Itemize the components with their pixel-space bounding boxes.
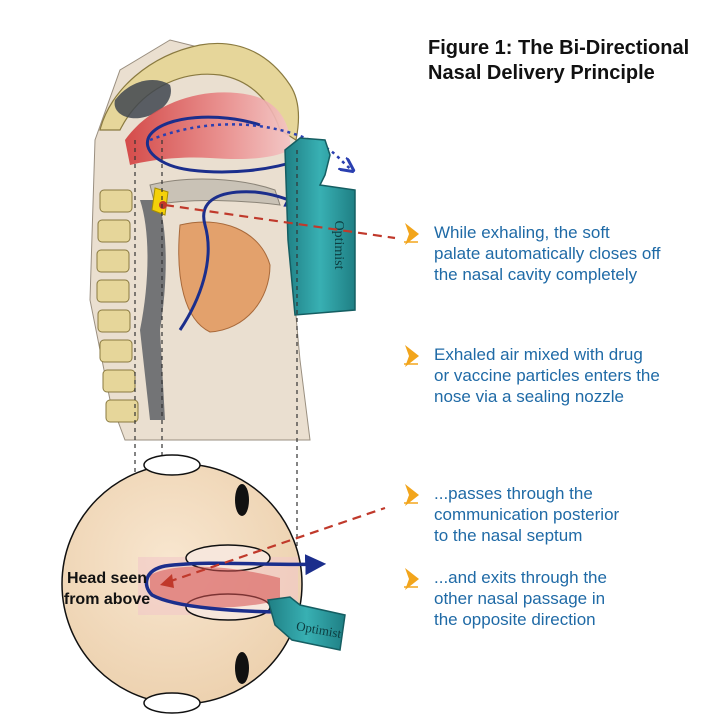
figure-title-line1: Figure 1: The Bi-Directional xyxy=(428,36,693,61)
bullet-arrow-icon xyxy=(404,567,420,591)
bullet-arrow-icon xyxy=(404,483,420,507)
head-label: Head seen from above xyxy=(52,568,162,610)
bullet-text: While exhaling, the soft palate automati… xyxy=(434,222,699,285)
bullet-text: ...passes through the communication post… xyxy=(434,483,699,546)
ear-bottom xyxy=(144,693,200,713)
eye-bottom xyxy=(235,652,249,684)
figure-title-line2: Nasal Delivery Principle xyxy=(428,61,693,86)
device-label-side: Optimist xyxy=(331,220,346,269)
bullet-text: ...and exits through the other nasal pas… xyxy=(434,567,699,630)
bullet-arrow-icon xyxy=(404,222,420,246)
bullet-arrow-icon xyxy=(404,344,420,368)
sagittal-head-section: Optimist xyxy=(90,40,395,440)
pointer-dot-1 xyxy=(159,201,167,209)
figure-title: Figure 1: The Bi-Directional Nasal Deliv… xyxy=(428,36,693,86)
soft-palate-marker xyxy=(152,188,168,215)
eye-top xyxy=(235,484,249,516)
bullet-text: Exhaled air mixed with drug or vaccine p… xyxy=(434,344,699,407)
ear-top xyxy=(144,455,200,475)
